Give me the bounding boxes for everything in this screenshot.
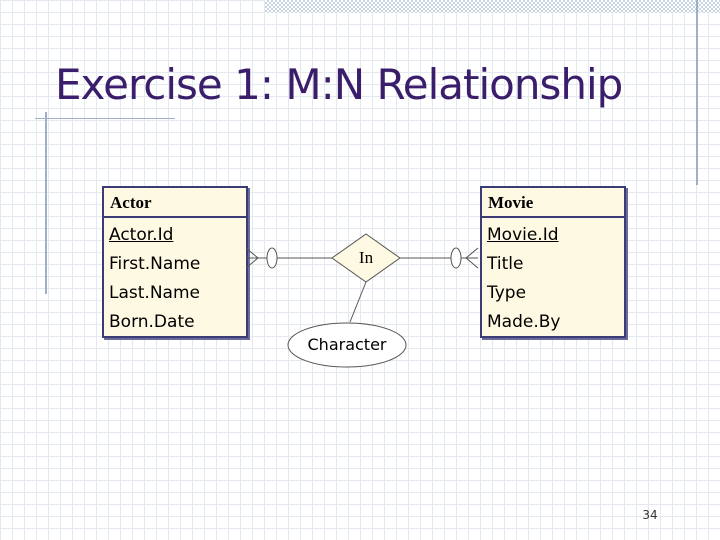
crows-foot-movie-upper	[465, 247, 479, 259]
attribute-title: Title	[487, 254, 524, 274]
entity-actor: Actor Actor.Id First.Name Last.Name Born…	[102, 186, 248, 338]
attribute-character-ellipse	[287, 322, 407, 368]
entity-movie: Movie Movie.Id Title Type Made.By	[480, 186, 626, 338]
crows-foot-actor-lower	[245, 257, 259, 269]
attribute-movie-id: Movie.Id	[487, 225, 559, 245]
entity-movie-name: Movie	[482, 188, 624, 218]
entity-actor-attributes: Actor.Id First.Name Last.Name Born.Date	[104, 218, 246, 337]
optionality-movie	[450, 247, 462, 269]
crows-foot-actor-upper	[245, 247, 259, 259]
relationship-in-label: In	[358, 248, 374, 267]
entity-movie-attributes: Movie.Id Title Type Made.By	[482, 218, 624, 337]
page-number: 34	[642, 508, 658, 522]
connector-relationship-attribute	[349, 281, 367, 323]
decorative-title-underline	[35, 118, 175, 119]
decorative-right-line	[696, 0, 698, 185]
attribute-born-date: Born.Date	[109, 312, 195, 332]
attribute-last-name: Last.Name	[109, 283, 200, 303]
attribute-made-by: Made.By	[487, 312, 561, 332]
crows-foot-movie-lower	[465, 257, 479, 269]
entity-actor-name: Actor	[104, 188, 246, 218]
decorative-left-line	[45, 112, 47, 294]
attribute-character-label: Character	[307, 335, 387, 354]
decorative-top-band	[265, 0, 720, 13]
attribute-first-name: First.Name	[109, 254, 201, 274]
optionality-actor	[266, 247, 278, 269]
attribute-actor-id: Actor.Id	[109, 225, 174, 245]
slide-title: Exercise 1: M:N Relationship	[55, 60, 623, 109]
attribute-type: Type	[487, 283, 527, 303]
